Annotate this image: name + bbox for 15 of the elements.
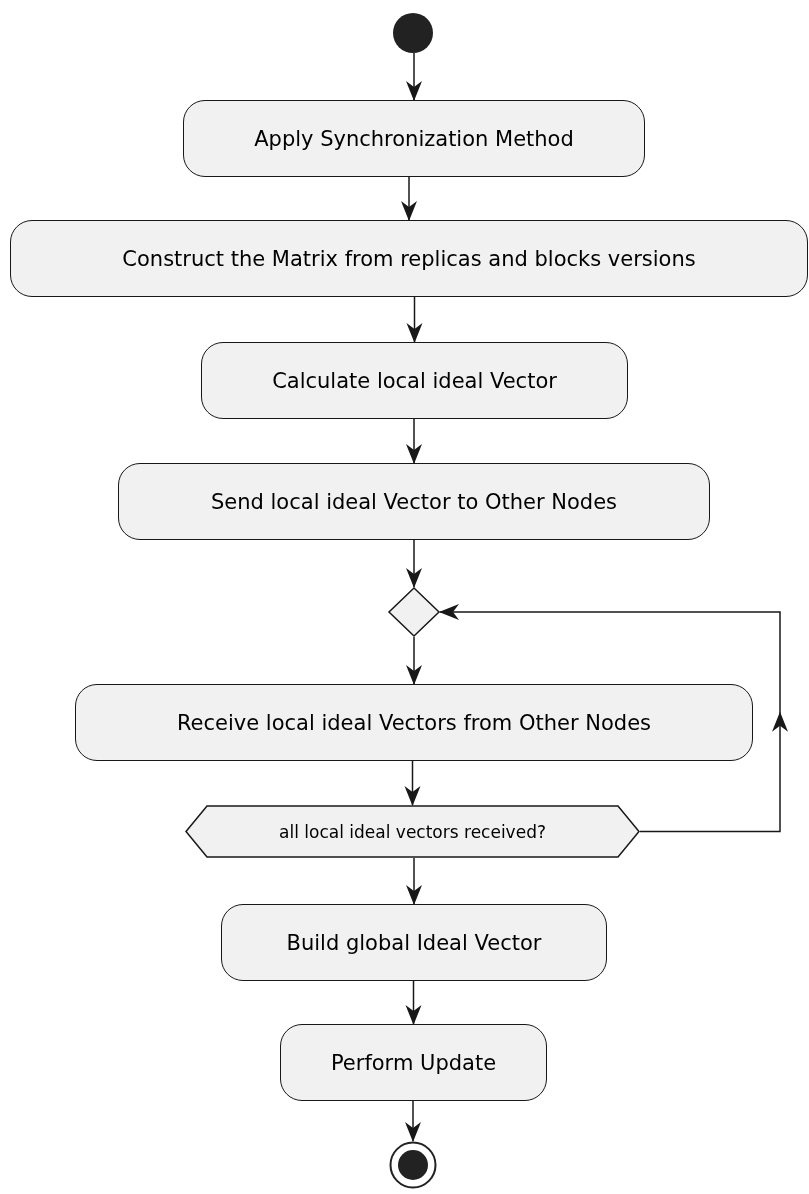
activity-box: [10, 220, 808, 297]
activity-label: Calculate local ideal Vector: [272, 368, 557, 393]
activity-box: [183, 100, 645, 177]
activity-label: Build global Ideal Vector: [286, 930, 542, 955]
activity-label: Receive local ideal Vectors from Other Nodes: [176, 710, 652, 735]
activity-box: [75, 684, 753, 761]
activity-box: [280, 1024, 547, 1101]
activity-box: [118, 463, 710, 540]
decision-question: all local ideal vectors received?: [279, 821, 546, 842]
activity-label: Perform Update: [330, 1050, 497, 1075]
activity-label: Send local ideal Vector to Other Nodes: [210, 489, 617, 514]
activity-label: Apply Synchronization Method: [254, 126, 574, 151]
activity-box: [201, 342, 628, 419]
activity-label: Construct the Matrix from replicas and blocks versions: [122, 246, 696, 271]
activity-box: [221, 904, 607, 981]
